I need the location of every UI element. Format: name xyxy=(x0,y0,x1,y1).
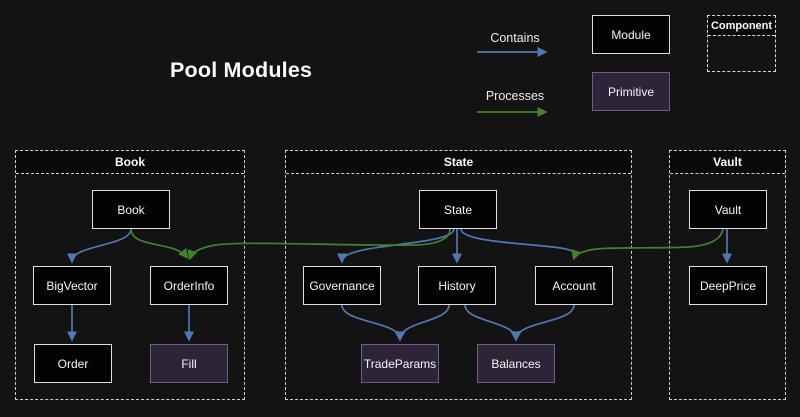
group-vault-title: Vault xyxy=(670,151,785,174)
node-order-label: Order xyxy=(57,356,89,371)
group-state: State xyxy=(285,150,632,400)
node-state: State xyxy=(419,190,497,229)
node-book: Book xyxy=(92,190,170,229)
group-vault: Vault xyxy=(669,150,786,400)
node-orderinfo: OrderInfo xyxy=(150,266,228,305)
group-book-title: Book xyxy=(16,151,244,174)
legend-primitive-box: Primitive xyxy=(592,72,670,111)
node-balances-label: Balances xyxy=(491,356,541,371)
legend-module-label: Module xyxy=(611,27,651,42)
group-book: Book xyxy=(15,150,245,400)
node-tradeparams-label: TradeParams xyxy=(363,356,437,371)
node-account: Account xyxy=(535,266,613,305)
node-tradeparams: TradeParams xyxy=(361,344,439,383)
node-vault-label: Vault xyxy=(714,202,742,217)
node-fill: Fill xyxy=(150,344,228,383)
node-book-label: Book xyxy=(117,202,145,217)
node-orderinfo-label: OrderInfo xyxy=(163,278,215,293)
node-fill-label: Fill xyxy=(181,356,197,371)
legend-processes-label: Processes xyxy=(485,89,545,103)
legend-module-box: Module xyxy=(592,15,670,54)
node-governance-label: Governance xyxy=(309,278,375,293)
legend-primitive-label: Primitive xyxy=(607,84,654,99)
node-state-label: State xyxy=(443,202,473,217)
page-title: Pool Modules xyxy=(170,58,313,82)
node-history-label: History xyxy=(438,278,476,293)
node-account-label: Account xyxy=(552,278,596,293)
node-vault: Vault xyxy=(689,190,767,229)
group-state-title: State xyxy=(286,151,631,174)
node-history: History xyxy=(418,266,496,305)
legend-contains-label: Contains xyxy=(490,31,540,45)
legend-component-box: Component xyxy=(707,15,776,72)
node-order: Order xyxy=(34,344,112,383)
node-bigvector: BigVector xyxy=(33,266,111,305)
node-deepprice: DeepPrice xyxy=(689,266,767,305)
node-deepprice-label: DeepPrice xyxy=(699,278,757,293)
node-governance: Governance xyxy=(303,266,381,305)
legend-component-label: Component xyxy=(708,16,775,36)
node-bigvector-label: BigVector xyxy=(46,278,98,293)
node-balances: Balances xyxy=(477,344,555,383)
